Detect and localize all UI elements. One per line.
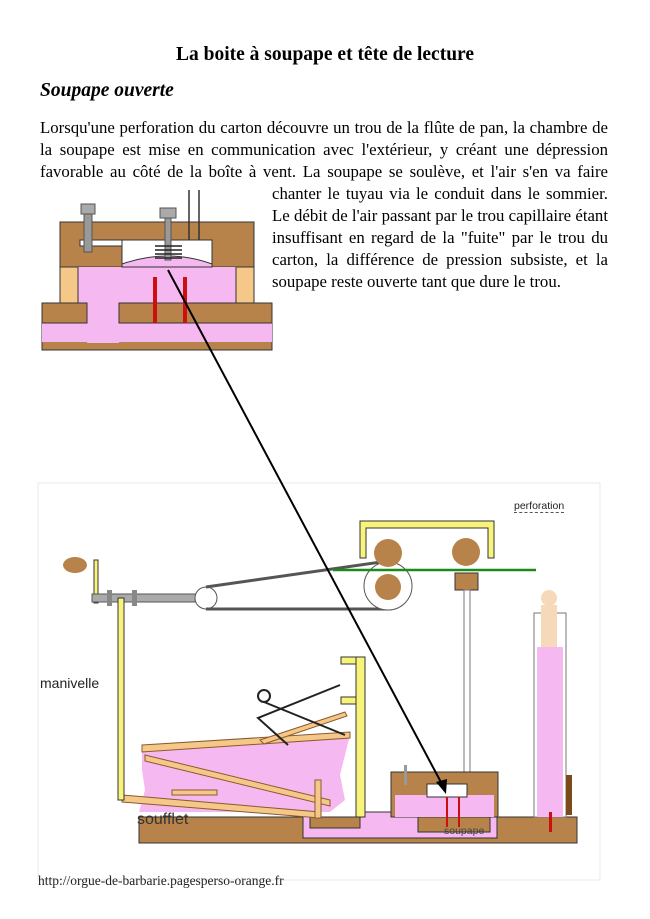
section-subtitle: Soupape ouverte bbox=[40, 80, 174, 101]
body-paragraph: Lorsqu'une perforation du carton découvr… bbox=[40, 117, 608, 353]
label-manivelle: manivelle bbox=[40, 675, 100, 691]
source-url: http://orgue-de-barbarie.pagesperso-oran… bbox=[38, 873, 284, 888]
valve-detail-diagram bbox=[41, 190, 273, 351]
label-soupape: soupape bbox=[444, 825, 485, 837]
paragraph-text: Lorsqu'une perforation du carton découvr… bbox=[40, 118, 608, 291]
image-wrap-spacer bbox=[40, 183, 272, 353]
organ-mechanism-diagram bbox=[37, 269, 601, 881]
label-soufflet: soufflet bbox=[137, 811, 189, 828]
label-perforation: perforation bbox=[514, 500, 565, 513]
page-title: La boite à soupape et tête de lecture bbox=[175, 44, 475, 65]
